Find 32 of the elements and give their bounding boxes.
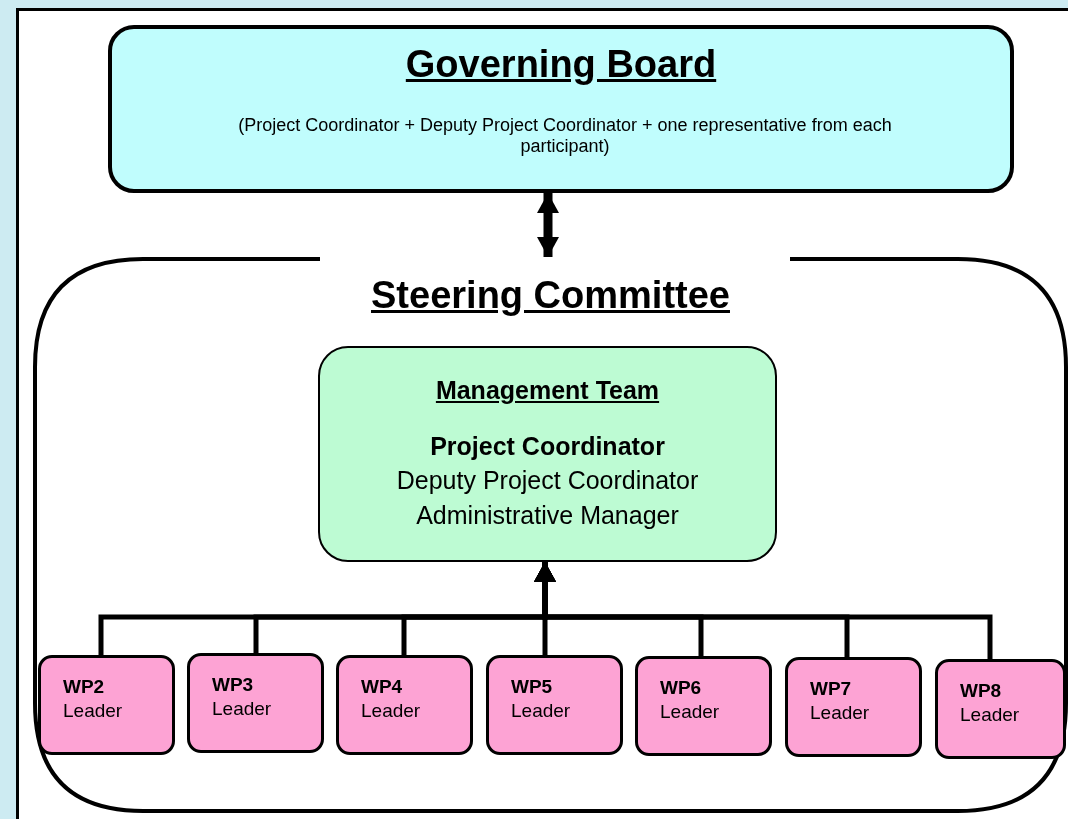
- leader-box: [635, 656, 772, 756]
- committee-title: Steering Committee: [371, 274, 730, 318]
- member-name: Administrative Manager: [416, 501, 679, 530]
- team-title: Management Team: [435, 376, 660, 405]
- committee-frame: [33, 257, 1068, 813]
- role-label: Leader: [212, 698, 272, 720]
- role-label: Leader: [361, 700, 421, 722]
- role-label: Leader: [511, 700, 571, 722]
- work-package-label: WP6: [660, 677, 702, 699]
- management-team-box: [318, 346, 777, 562]
- leader-box: [935, 659, 1066, 759]
- connector-arrow: [537, 193, 559, 257]
- governing-board-box: [108, 25, 1014, 193]
- work-package-label: WP2: [63, 676, 105, 698]
- role-label: Leader: [960, 704, 1020, 726]
- work-package-label: WP8: [960, 680, 1002, 702]
- work-package-label: WP5: [511, 676, 553, 698]
- member-name: Deputy Project Coordinator: [396, 466, 699, 495]
- leader-box: [785, 657, 922, 757]
- work-package-label: WP4: [361, 676, 403, 698]
- board-title: Governing Board: [405, 43, 717, 87]
- member-name: Project Coordinator: [430, 432, 665, 461]
- work-package-label: WP3: [212, 674, 254, 696]
- leader-box: [486, 655, 623, 755]
- leader-box: [38, 655, 175, 755]
- role-label: Leader: [660, 701, 720, 723]
- leader-box: [336, 655, 473, 755]
- board-description: (Project Coordinator + Deputy Project Coordinator + one representative from each participant): [237, 115, 893, 157]
- role-label: Leader: [63, 700, 123, 722]
- role-label: Leader: [810, 702, 870, 724]
- work-package-label: WP7: [810, 678, 852, 700]
- leader-box: [187, 653, 324, 753]
